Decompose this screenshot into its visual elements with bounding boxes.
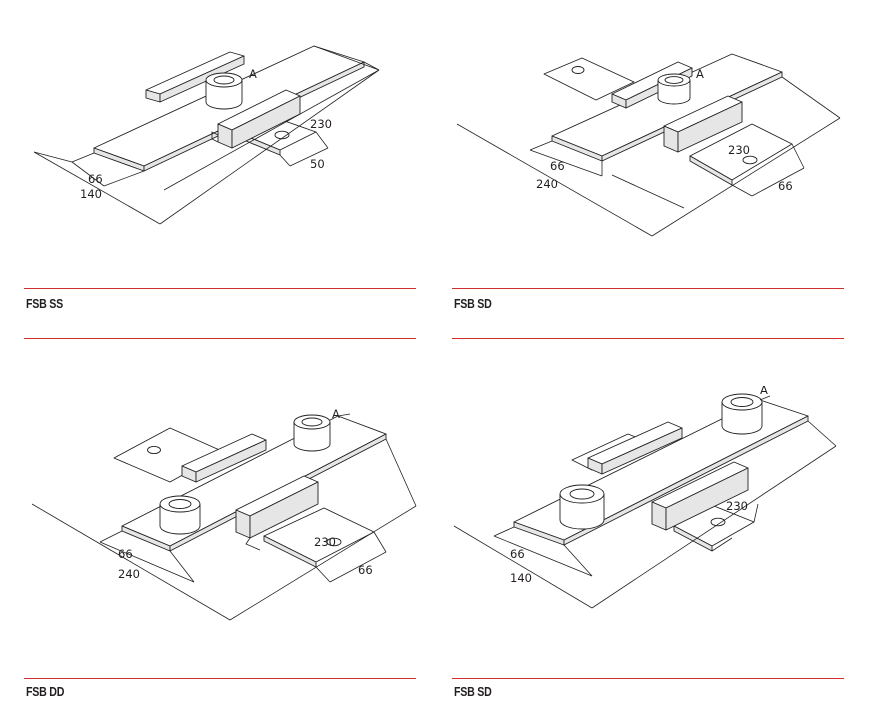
- tab-hole: [274, 130, 290, 140]
- rear-channel-side: [195, 439, 267, 483]
- dimension-lines: [456, 76, 841, 237]
- bushing-front-body: [159, 504, 201, 535]
- dim-66-left: 66: [550, 159, 565, 173]
- front-channel-lip: [245, 537, 261, 551]
- dim-230: 230: [728, 143, 750, 157]
- bushing-rear-bore: [301, 417, 323, 427]
- caption: FSB SD: [454, 684, 492, 699]
- rule-top: [24, 288, 416, 289]
- label-a: A: [332, 407, 340, 421]
- dim-230: 230: [314, 535, 336, 549]
- dimension-lines: [31, 413, 417, 621]
- bushing-rear-bore: [730, 397, 754, 407]
- bushing-body: [205, 80, 243, 110]
- tab-hole: [326, 537, 342, 547]
- panel-fsb-dd: A 230 66 66 240 FSB DD: [24, 386, 424, 708]
- rule-bottom: [452, 338, 844, 339]
- rear-plate: [543, 57, 635, 101]
- panel-fsb-sd-1: A 230 66 66 240 FSB SD: [452, 40, 852, 339]
- bushing-front-bore: [569, 488, 595, 500]
- dim-66-right: 66: [778, 179, 793, 193]
- front-channel-side: [249, 481, 319, 539]
- drawing-fsb-sd-1: A 230 66 66 240: [456, 53, 841, 237]
- bushing-bore: [664, 76, 684, 84]
- dim-66-left: 66: [118, 547, 133, 561]
- bushing-bore: [213, 75, 235, 85]
- front-channel-lip: [211, 131, 219, 143]
- dim-50: 50: [310, 157, 325, 171]
- label-a: A: [249, 67, 257, 81]
- rear-hole: [571, 66, 585, 74]
- rear-channel-side: [159, 55, 245, 103]
- dim-240: 240: [118, 567, 140, 581]
- panel-fsb-sd-2: A 230 66 140 FSB SD: [452, 386, 852, 708]
- dim-230: 230: [726, 499, 748, 513]
- dim-230: 230: [310, 117, 332, 131]
- dim-140: 140: [510, 571, 532, 585]
- tab-hole: [742, 155, 758, 165]
- bushing-rear-body: [293, 422, 331, 452]
- caption: FSB DD: [26, 684, 65, 699]
- dimension-lines: [453, 395, 837, 609]
- label-a: A: [760, 386, 768, 397]
- drawing-fsb-sd-2: A 230 66 140: [453, 386, 837, 609]
- tab-hole: [710, 517, 726, 527]
- bushing-body: [657, 80, 691, 105]
- rule-top: [24, 678, 416, 679]
- label-a: A: [696, 67, 704, 81]
- rule-top: [452, 288, 844, 289]
- dim-66: 66: [88, 172, 103, 186]
- rule-bottom: [24, 338, 416, 339]
- bushing-rear-body: [721, 402, 763, 435]
- caption: FSB SD: [454, 296, 492, 311]
- dimension-lines: [33, 45, 380, 225]
- bushing-front-bore: [168, 499, 192, 509]
- drawing-fsb-dd: A 230 66 66 240: [31, 407, 417, 621]
- dim-240: 240: [536, 177, 558, 191]
- front-channel-side: [677, 101, 743, 153]
- drawing-fsb-ss: A 230 50 66 140: [33, 45, 380, 225]
- panel-fsb-ss: A 230 50 66 140 FSB SS: [24, 40, 424, 339]
- rear-channel-side: [601, 427, 683, 475]
- dim-66: 66: [510, 547, 525, 561]
- front-channel-side: [665, 467, 749, 531]
- bushing-front-body: [559, 494, 605, 530]
- caption: FSB SS: [26, 296, 64, 311]
- rule-top: [452, 678, 844, 679]
- dim-140: 140: [80, 187, 102, 201]
- dim-66-right: 66: [358, 563, 373, 577]
- rear-hole: [147, 445, 161, 455]
